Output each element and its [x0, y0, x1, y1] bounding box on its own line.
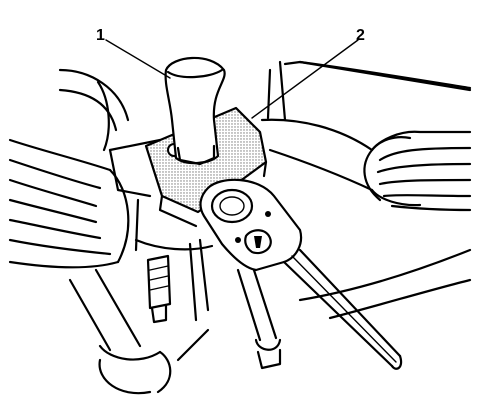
right-cv-boot — [363, 130, 472, 212]
chassis-structure — [260, 60, 472, 320]
sensor-connector — [146, 254, 172, 324]
ratchet-wrench — [199, 178, 403, 370]
axle-shaft — [68, 268, 172, 395]
callout-label-1: 1 — [96, 27, 105, 44]
housing — [108, 138, 214, 362]
lower-fastener — [236, 262, 282, 370]
leader-lines — [105, 39, 359, 119]
leader-line-2 — [251, 39, 359, 119]
leader-line-1 — [105, 39, 171, 79]
callout-label-2: 2 — [356, 27, 365, 44]
fitting-socket — [164, 56, 226, 166]
left-cv-boot — [8, 68, 130, 269]
